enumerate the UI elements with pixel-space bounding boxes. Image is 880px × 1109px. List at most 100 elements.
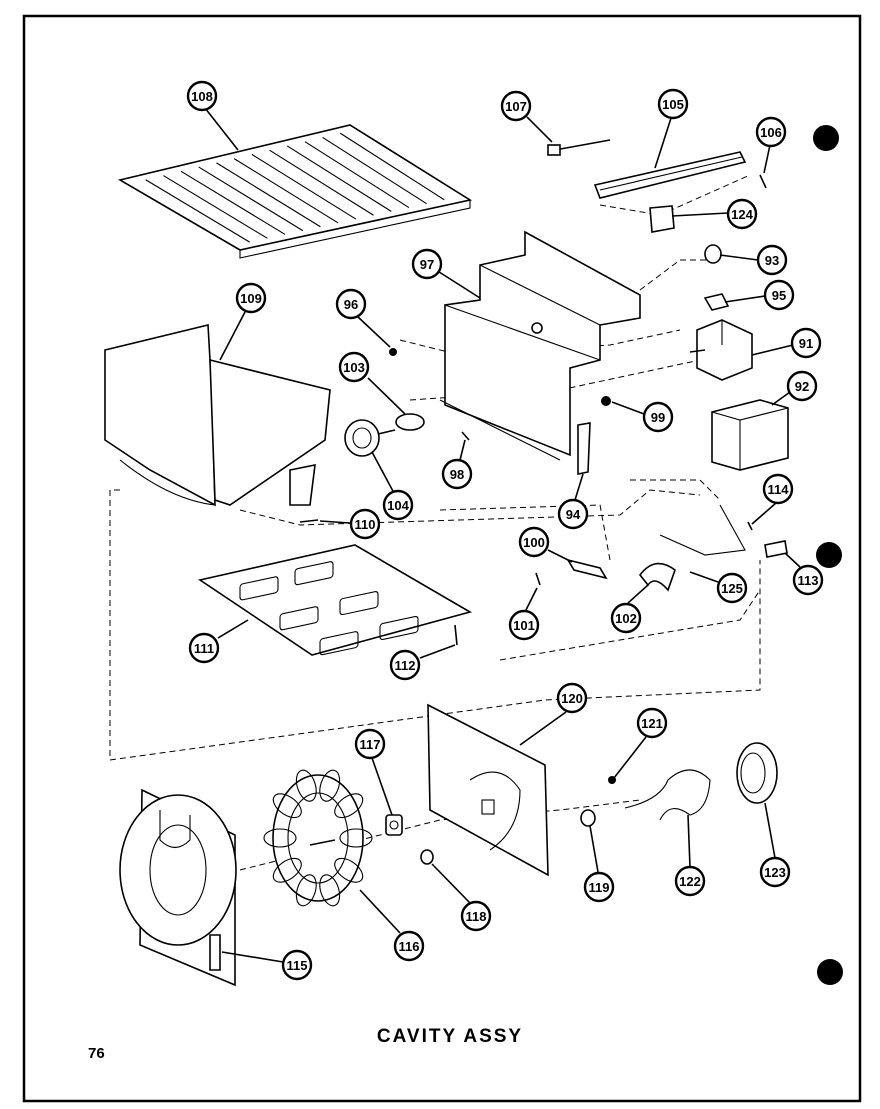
diagram-caption: CAVITY ASSY [376, 1026, 524, 1047]
grille-bar [198, 166, 304, 232]
callout-111: 111 [188, 632, 220, 664]
callout-100: 100 [518, 526, 550, 558]
svg-text:103: 103 [343, 360, 365, 375]
shelf-cutout [294, 561, 334, 586]
callout-101: 101 [508, 609, 540, 641]
part-116-fan [263, 769, 373, 907]
grille-bar [163, 175, 268, 239]
callout-110: 110 [349, 508, 381, 540]
svg-text:109: 109 [240, 291, 262, 306]
callout-116: 116 [393, 930, 425, 962]
svg-text:98: 98 [450, 467, 464, 482]
callout-107: 107 [500, 90, 532, 122]
svg-text:124: 124 [731, 207, 753, 222]
part-119-ring [580, 809, 596, 827]
callout-92: 92 [786, 370, 818, 402]
part-95-clip [703, 293, 730, 311]
fan-blade [295, 769, 317, 802]
part-103-bushing [395, 413, 425, 431]
callout-112: 112 [389, 649, 421, 681]
svg-text:91: 91 [799, 336, 813, 351]
page-number: 76 [88, 1045, 105, 1062]
fan-blade [295, 874, 317, 907]
part-120-back-plate [427, 703, 549, 877]
part-113-connector [764, 540, 788, 558]
part-93-knob [704, 244, 722, 264]
callout-109: 109 [235, 282, 267, 314]
callout-93: 93 [756, 244, 788, 276]
svg-text:111: 111 [194, 641, 214, 656]
part-115-blower-housing [119, 788, 237, 987]
leader-lines [204, 107, 801, 963]
part-105-rail [593, 151, 747, 199]
grille-bar [340, 132, 445, 201]
callout-121: 121 [636, 707, 668, 739]
callout-108: 108 [186, 80, 218, 112]
svg-text:96: 96 [344, 297, 358, 312]
part-102-clamp [638, 562, 676, 592]
fan-blade [339, 828, 373, 848]
grille-bar [180, 170, 286, 235]
svg-text:115: 115 [287, 958, 308, 973]
svg-text:119: 119 [589, 880, 610, 895]
svg-text:101: 101 [513, 618, 535, 633]
svg-text:120: 120 [561, 691, 583, 706]
part-122-element [624, 769, 711, 821]
svg-text:92: 92 [795, 379, 809, 394]
callout-123: 123 [759, 856, 791, 888]
svg-text:107: 107 [505, 99, 527, 114]
fan-blade [334, 793, 364, 819]
shelf-cutout [319, 631, 359, 656]
callout-95: 95 [763, 279, 795, 311]
svg-text:105: 105 [662, 97, 684, 112]
callout-96: 96 [335, 288, 367, 320]
callout-102: 102 [610, 602, 642, 634]
part-125-wire [659, 504, 746, 556]
shelf-cutout [339, 591, 379, 616]
part-94-strip [577, 422, 591, 475]
callout-97: 97 [411, 248, 443, 280]
callout-124: 124 [726, 198, 758, 230]
part-92-cover [711, 399, 789, 471]
callout-119: 119 [583, 871, 615, 903]
part-109-duct [104, 323, 331, 507]
fan-blade [319, 769, 341, 802]
svg-text:123: 123 [764, 865, 786, 880]
grille-bar [286, 145, 392, 212]
fan-blade [272, 793, 302, 819]
callout-122: 122 [674, 865, 706, 897]
svg-text:125: 125 [721, 581, 743, 596]
registration-dot [816, 542, 842, 568]
part-114-screw [747, 521, 753, 531]
part-123-lens [736, 742, 778, 804]
shelf-cutout [279, 606, 319, 631]
callout-103: 103 [338, 351, 370, 383]
fan-blade [319, 874, 341, 907]
callout-91: 91 [790, 327, 822, 359]
callout-118: 118 [460, 900, 492, 932]
callout-113: 113 [792, 564, 824, 596]
callout-98: 98 [441, 458, 473, 490]
svg-text:108: 108 [191, 89, 213, 104]
callout-115: 115 [281, 949, 313, 981]
part-100-switch [566, 558, 608, 580]
part-112-screw [454, 624, 458, 646]
part-108-top-grille [117, 124, 473, 259]
grille-bar [304, 141, 410, 209]
part-110-screw [299, 519, 319, 523]
part-98-screw [461, 431, 470, 441]
grille-bar [145, 179, 250, 243]
registration-dot [817, 959, 843, 985]
callout-125: 125 [716, 572, 748, 604]
part-111-shelf [198, 544, 473, 656]
part-101-screw [535, 572, 541, 586]
callout-105: 105 [657, 88, 689, 120]
callout-114: 114 [762, 473, 794, 505]
fan-blade [334, 857, 364, 883]
part-124-bracket [649, 205, 675, 233]
svg-text:118: 118 [466, 909, 487, 924]
part-104-motor [344, 419, 396, 457]
part-91-timer [689, 319, 753, 381]
svg-text:117: 117 [360, 737, 381, 752]
svg-text:112: 112 [395, 658, 416, 673]
